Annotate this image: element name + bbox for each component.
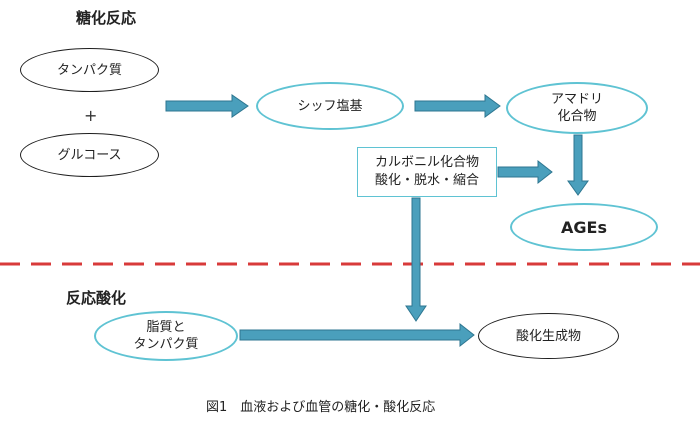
- ages-node: AGEs: [510, 203, 658, 251]
- plus-sign: +: [84, 106, 98, 125]
- arrow-carbonyl-to-oxidation: [405, 197, 427, 322]
- carbonyl-compound-box: カルボニル化合物 酸化・脱水・縮合: [357, 147, 497, 197]
- arrow-to-oxidation-product: [239, 322, 475, 348]
- oxidation-product-node: 酸化生成物: [478, 313, 619, 359]
- figure-caption: 図1 血液および血管の糖化・酸化反応: [206, 400, 436, 415]
- amadori-compound-node: アマドリ 化合物: [506, 82, 648, 134]
- schiff-base-node: シッフ塩基: [256, 82, 404, 130]
- glycation-section-title: 糖化反応: [76, 9, 137, 27]
- lipid-protein-node: 脂質と タンパク質: [94, 311, 238, 361]
- oxidation-section-title: 反応酸化: [66, 289, 127, 307]
- protein-node: タンパク質: [20, 48, 159, 92]
- arrow-amadori-to-ages: [567, 134, 589, 196]
- arrow-carbonyl-to-ages: [497, 159, 553, 185]
- glucose-node: グルコース: [20, 133, 159, 177]
- arrow-to-schiff-base: [165, 94, 249, 118]
- arrow-to-amadori: [414, 94, 501, 118]
